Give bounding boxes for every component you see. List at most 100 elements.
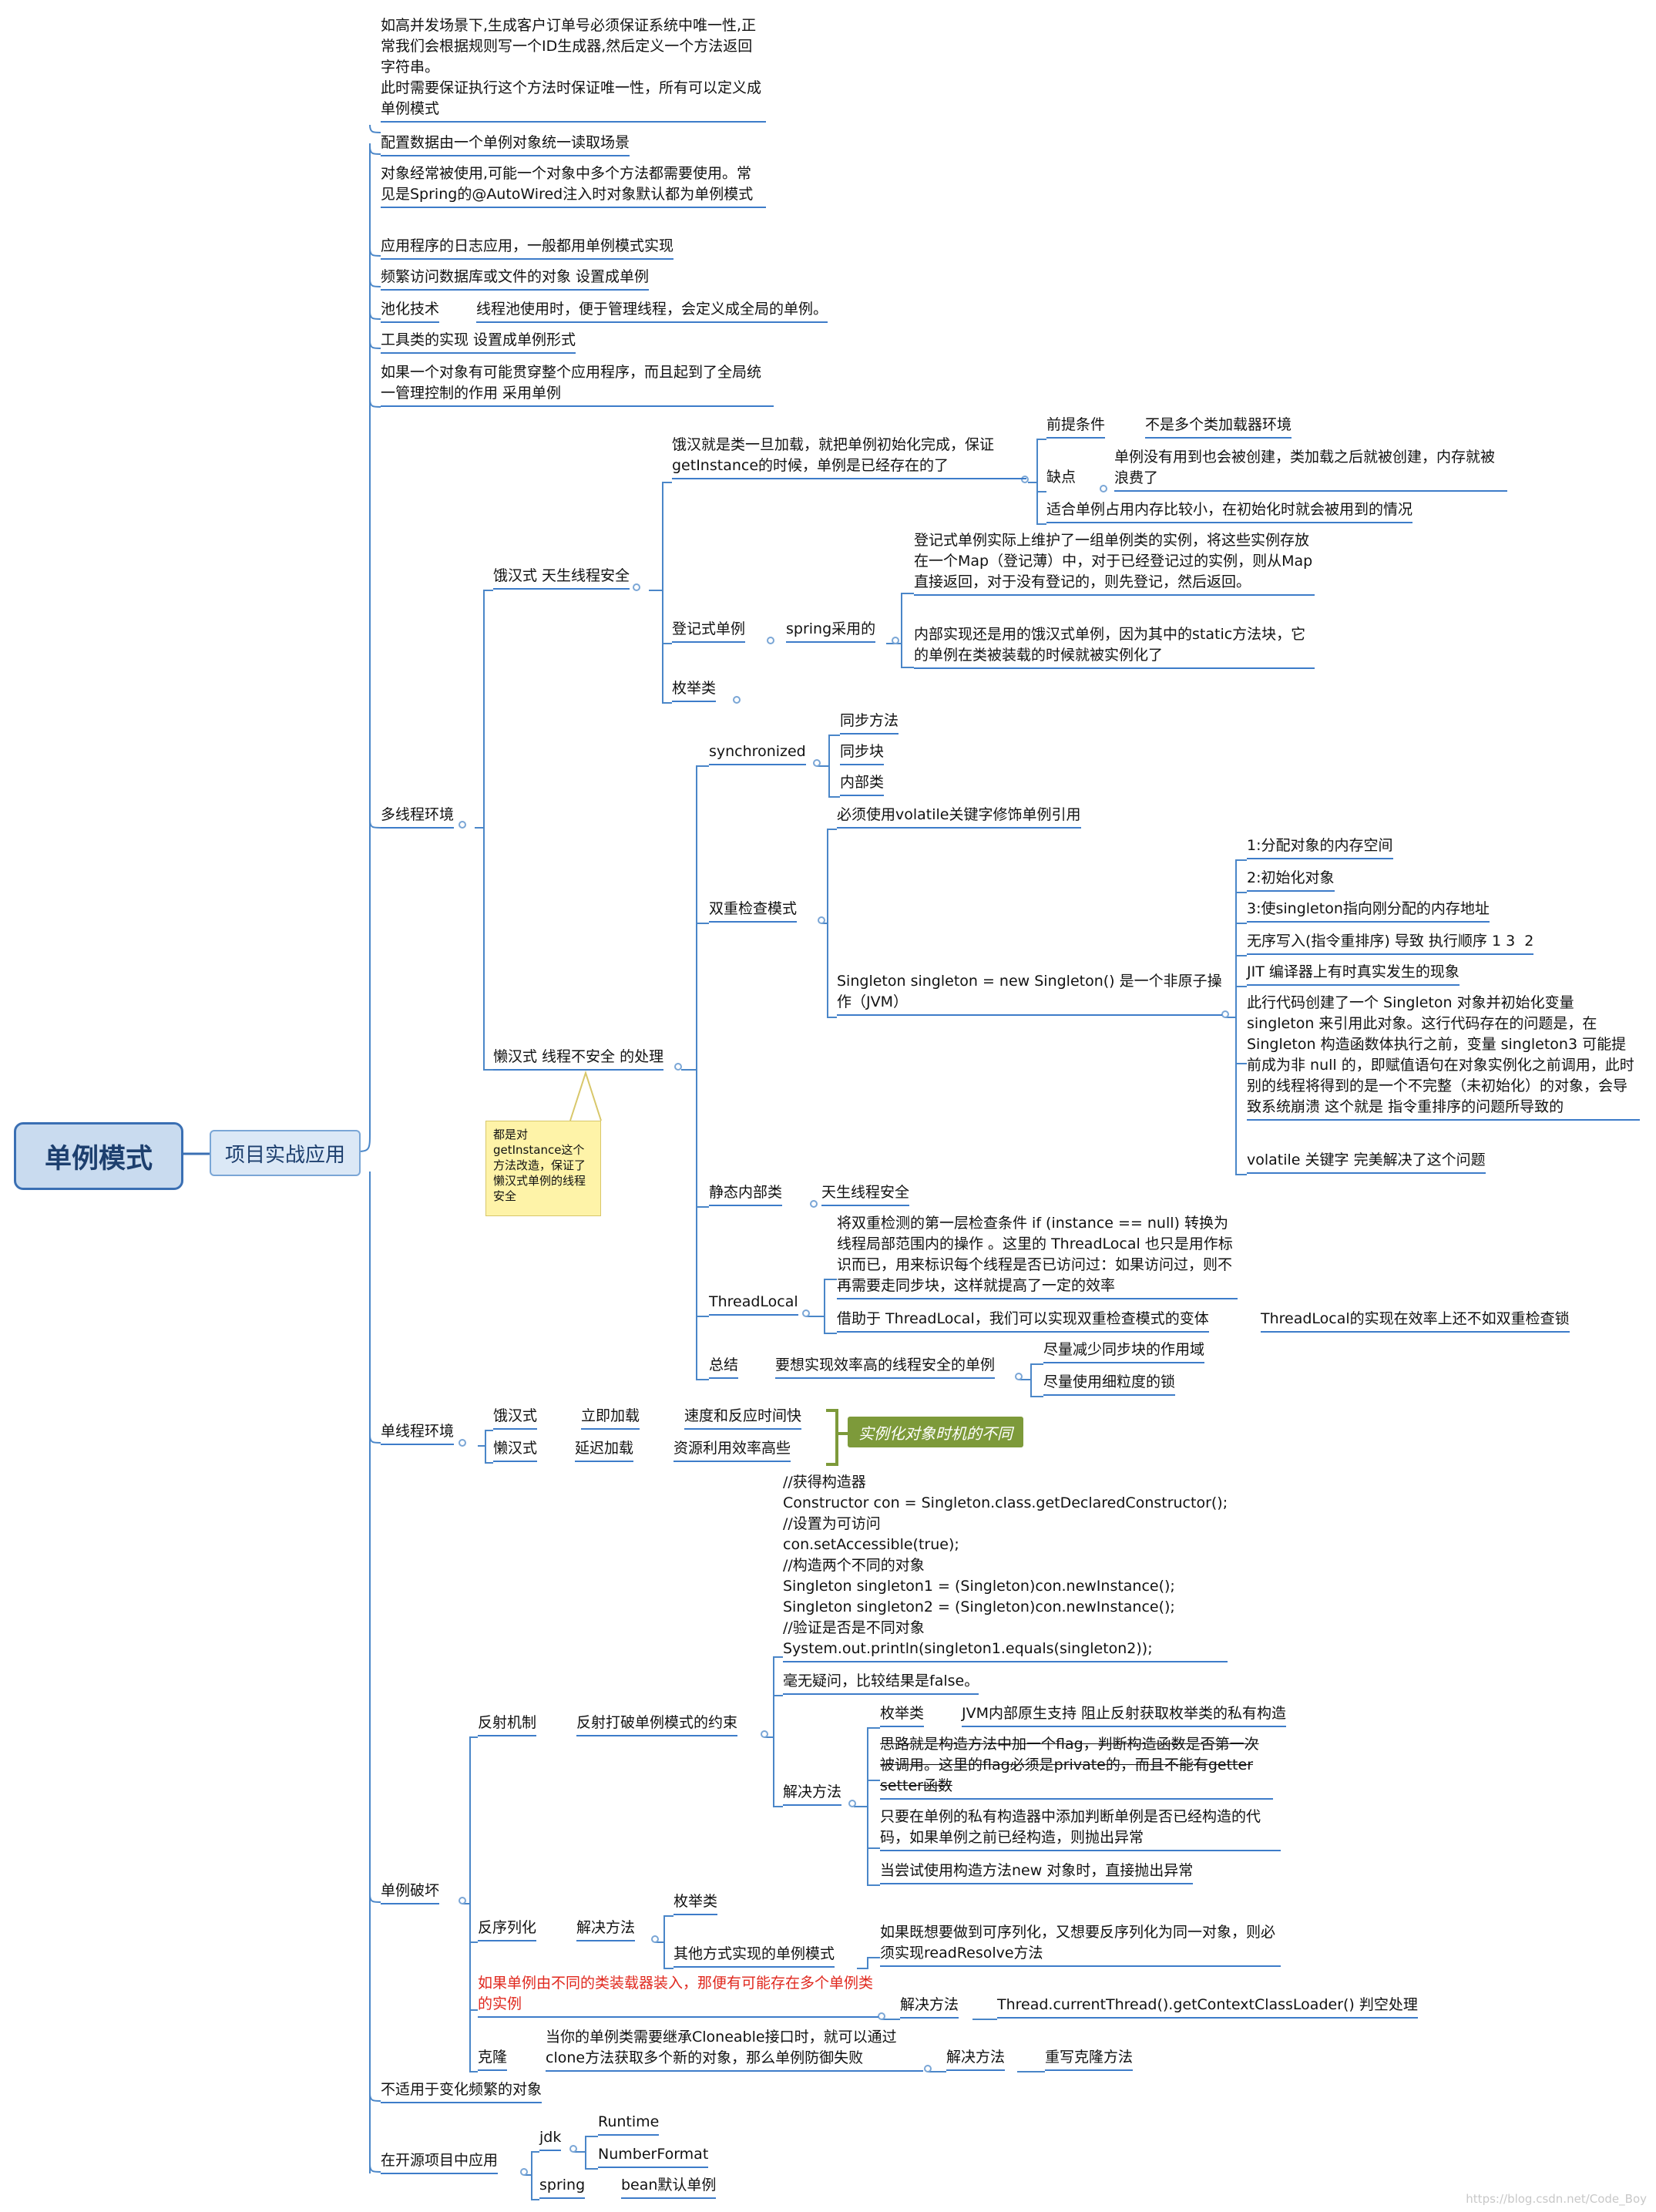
- premise-node[interactable]: 前提条件: [1046, 415, 1106, 439]
- collapse-toggle-icon[interactable]: [459, 821, 466, 829]
- collapse-toggle-icon[interactable]: [802, 1309, 810, 1317]
- collapse-toggle-icon[interactable]: [733, 696, 741, 704]
- clone-node[interactable]: 克隆: [478, 2047, 508, 2071]
- scenario-pooling-detail[interactable]: 线程池使用时，便于管理线程，会定义成全局的单例。: [476, 299, 828, 323]
- lazy-sticky-note[interactable]: 都是对getInstance这个方法改造，保证了懒汉式单例的线程安全: [485, 1121, 601, 1216]
- deser-other[interactable]: 其他方式实现的单例模式: [673, 1944, 835, 1968]
- scenario-autowired[interactable]: 对象经常被使用,可能一个对象中多个方法都需要使用。常见是Spring的@Auto…: [381, 163, 766, 208]
- collapse-toggle-icon[interactable]: [767, 637, 774, 644]
- step-jit[interactable]: JIT 编译器上有时真实发生的现象: [1247, 962, 1459, 986]
- collapse-toggle-icon[interactable]: [633, 583, 640, 591]
- nonatomic-node[interactable]: Singleton singleton = new Singleton() 是一…: [837, 971, 1222, 1016]
- collapse-toggle-icon[interactable]: [892, 637, 899, 644]
- sync-method[interactable]: 同步方法: [840, 711, 899, 735]
- reflect-sol3[interactable]: 当尝试使用构造方法new 对象时，直接抛出异常: [880, 1861, 1194, 1884]
- reflect-code[interactable]: //获得构造器 Constructor con = Singleton.clas…: [783, 1472, 1228, 1662]
- collapse-toggle-icon[interactable]: [1100, 485, 1107, 492]
- jdk-numberformat[interactable]: NumberFormat: [598, 2144, 709, 2168]
- collapse-toggle-icon[interactable]: [520, 2168, 528, 2176]
- collapse-toggle-icon[interactable]: [459, 1897, 466, 1904]
- single-lazy-load[interactable]: 延迟加载: [575, 1438, 634, 1462]
- single-thread-node[interactable]: 单线程环境: [381, 1421, 455, 1445]
- deser-enum[interactable]: 枚举类: [673, 1891, 718, 1915]
- collapse-toggle-icon[interactable]: [924, 2065, 932, 2072]
- scenario-global-control[interactable]: 如果一个对象有可能贯穿整个应用程序，而且起到了全局统一管理控制的作用 采用单例: [381, 362, 774, 407]
- collapse-toggle-icon[interactable]: [818, 916, 825, 924]
- register-node[interactable]: 登记式单例: [672, 619, 746, 643]
- threadlocal-node[interactable]: ThreadLocal: [709, 1292, 798, 1316]
- reflect-flag-strike[interactable]: 思路就是构造方法中加一个flag，判断构造函数是否第一次被调用。这里的flag必…: [880, 1734, 1273, 1800]
- reflect-sol2[interactable]: 只要在单例的私有构造器中添加判断单例是否已经构造的代码，如果单例之前已经构造，则…: [880, 1807, 1281, 1851]
- collapse-toggle-icon[interactable]: [761, 1730, 768, 1738]
- collapse-toggle-icon[interactable]: [1221, 1010, 1229, 1018]
- volatile-must[interactable]: 必须使用volatile关键字修饰单例引用: [837, 805, 1081, 829]
- spring-bean-text[interactable]: bean默认单例: [621, 2175, 717, 2199]
- opensource-node[interactable]: 在开源项目中应用: [381, 2150, 499, 2174]
- collapse-toggle-icon[interactable]: [459, 1439, 466, 1447]
- reflect-node[interactable]: 反射机制: [478, 1713, 537, 1736]
- instantiation-callout[interactable]: 实例化对象时机的不同: [848, 1417, 1023, 1447]
- single-lazy[interactable]: 懒汉式: [493, 1438, 538, 1462]
- jdk-runtime[interactable]: Runtime: [598, 2112, 660, 2136]
- sync-node[interactable]: synchronized: [709, 741, 806, 765]
- hungry-node[interactable]: 饿汉式 天生线程安全: [493, 566, 630, 590]
- collapse-toggle-icon[interactable]: [848, 1800, 856, 1807]
- premise-text[interactable]: 不是多个类加载器环境: [1145, 415, 1292, 439]
- breaking-node[interactable]: 单例破坏: [381, 1881, 440, 1904]
- single-hungry-load[interactable]: 立即加载: [581, 1406, 640, 1430]
- summary-item-2[interactable]: 尽量使用细粒度的锁: [1043, 1372, 1176, 1396]
- register-text2[interactable]: 内部实现还是用的饿汉式单例，因为其中的static方法块，它的单例在类被装载的时…: [914, 624, 1315, 669]
- static-inner-text[interactable]: 天生线程安全: [821, 1182, 910, 1206]
- loader-text[interactable]: Thread.currentThread().getContextClassLo…: [997, 1995, 1418, 2019]
- dcl-node[interactable]: 双重检查模式: [709, 899, 798, 923]
- loader-node[interactable]: 如果单例由不同的类装载器装入，那便有可能存在多个单例类的实例: [478, 1973, 878, 2018]
- scenario-pooling[interactable]: 池化技术: [381, 299, 440, 323]
- scenario-logging[interactable]: 应用程序的日志应用，一般都用单例模式实现: [381, 236, 674, 260]
- con-node[interactable]: 缺点: [1046, 469, 1077, 486]
- reflect-text[interactable]: 反射打破单例模式的约束: [576, 1713, 738, 1736]
- scenario-utility[interactable]: 工具类的实现 设置成单例形式: [381, 330, 576, 354]
- step-1[interactable]: 1:分配对象的内存空间: [1247, 835, 1393, 859]
- step-2[interactable]: 2:初始化对象: [1247, 868, 1335, 892]
- hungry-desc[interactable]: 饿汉就是类一旦加载，就把单例初始化完成，保证getInstance的时候，单例是…: [672, 435, 1026, 479]
- volatile-fix[interactable]: volatile 关键字 完美解决了这个问题: [1247, 1150, 1486, 1174]
- step-reorder[interactable]: 无序写入(指令重排序) 导致 执行顺序 1 3 2: [1247, 931, 1534, 955]
- not-fit-node[interactable]: 不适用于变化频繁的对象: [381, 2079, 542, 2103]
- threadlocal-text2[interactable]: 借助于 ThreadLocal，我们可以实现双重检查模式的变体: [837, 1309, 1209, 1333]
- scenario-id-generator[interactable]: 如高并发场景下,生成客户订单号必须保证系统中唯一性,正常我们会根据规则写一个ID…: [381, 15, 766, 123]
- clone-fix[interactable]: 重写克隆方法: [1045, 2047, 1134, 2071]
- threadlocal-text1[interactable]: 将双重检测的第一层检查条件 if (instance == null) 转换为 …: [837, 1213, 1238, 1299]
- single-hungry-speed[interactable]: 速度和反应时间快: [684, 1406, 802, 1430]
- loader-solution[interactable]: 解决方法: [900, 1995, 959, 2019]
- register-text1[interactable]: 登记式单例实际上维护了一组单例类的实例，将这些实例存放在一个Map（登记薄）中，…: [914, 530, 1315, 596]
- clone-text[interactable]: 当你的单例类需要继承Cloneable接口时，就可以通过clone方法获取多个新…: [546, 2027, 923, 2072]
- summary-item-1[interactable]: 尽量减少同步块的作用域: [1043, 1340, 1205, 1363]
- scenario-db-access[interactable]: 频繁访问数据库或文件的对象 设置成单例: [381, 267, 650, 291]
- dcl-explain[interactable]: 此行代码创建了一个 Singleton 对象并初始化变量 singleton 来…: [1247, 993, 1640, 1121]
- con-text[interactable]: 单例没有用到也会被创建，类加载之后就被创建，内存就被浪费了: [1114, 447, 1507, 492]
- collapse-toggle-icon[interactable]: [810, 1200, 818, 1208]
- sync-inner[interactable]: 内部类: [840, 772, 885, 796]
- reflect-solution[interactable]: 解决方法: [783, 1782, 842, 1806]
- deser-solution[interactable]: 解决方法: [576, 1918, 636, 1941]
- threadlocal-text3[interactable]: ThreadLocal的实现在效率上还不如双重检查锁: [1261, 1309, 1570, 1333]
- collapse-toggle-icon[interactable]: [651, 1935, 659, 1943]
- static-inner-node[interactable]: 静态内部类: [709, 1182, 783, 1206]
- hungry-enum-node[interactable]: 枚举类: [672, 678, 717, 702]
- spring-node[interactable]: spring采用的: [786, 619, 876, 643]
- scenario-config[interactable]: 配置数据由一个单例对象统一读取场景: [381, 133, 630, 156]
- summary-node[interactable]: 总结: [709, 1355, 739, 1379]
- jdk-node[interactable]: jdk: [539, 2127, 562, 2151]
- sync-block[interactable]: 同步块: [840, 741, 885, 765]
- summary-text[interactable]: 要想实现效率高的线程安全的单例: [775, 1355, 996, 1379]
- root-node[interactable]: 单例模式: [14, 1122, 183, 1190]
- spring-os-node[interactable]: spring: [539, 2175, 586, 2199]
- reflect-enum-text[interactable]: JVM内部原生支持 阻止反射获取枚举类的私有构造: [962, 1703, 1287, 1727]
- single-hungry[interactable]: 饿汉式: [493, 1406, 538, 1430]
- collapse-toggle-icon[interactable]: [674, 1063, 682, 1071]
- deser-node[interactable]: 反序列化: [478, 1918, 537, 1941]
- main-topic-node[interactable]: 项目实战应用: [210, 1130, 361, 1176]
- multithread-node[interactable]: 多线程环境: [381, 805, 455, 829]
- reflect-enum[interactable]: 枚举类: [880, 1703, 925, 1727]
- reflect-result[interactable]: 毫无疑问，比较结果是false。: [783, 1671, 979, 1695]
